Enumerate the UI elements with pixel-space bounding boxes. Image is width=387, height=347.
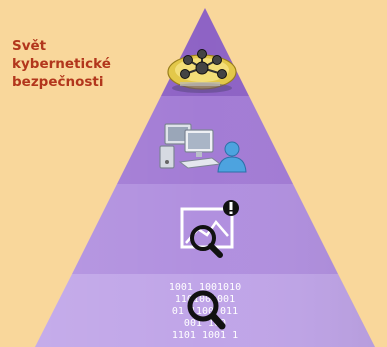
binary-row-4: 001 100 xyxy=(184,318,226,329)
screen-magnifier-alert-icon xyxy=(180,200,239,258)
title-line-3: bezpečnosti xyxy=(12,74,104,90)
title-line-2: kybernetické xyxy=(12,56,111,72)
network-globe-icon xyxy=(167,49,237,93)
magnifier-lens xyxy=(187,290,219,322)
pyramid-title: Svět kybernetické bezpečnosti xyxy=(12,37,152,91)
pyramid-overlay xyxy=(35,8,375,347)
magnifier-handle xyxy=(209,312,226,330)
title-line-1: Svět xyxy=(12,38,47,54)
binary-row-3: 01 1100 011 xyxy=(172,306,238,317)
binary-row-5: 1101 1001 1 xyxy=(172,330,238,341)
computers-user-icon xyxy=(159,123,247,173)
binary-row-1: 1001 1001010 xyxy=(169,282,241,293)
binary-magnifier-icon: 1001 1001010 1101001001 01 1100 011 001 … xyxy=(169,282,241,341)
binary-row-2: 1101001001 xyxy=(175,294,235,305)
